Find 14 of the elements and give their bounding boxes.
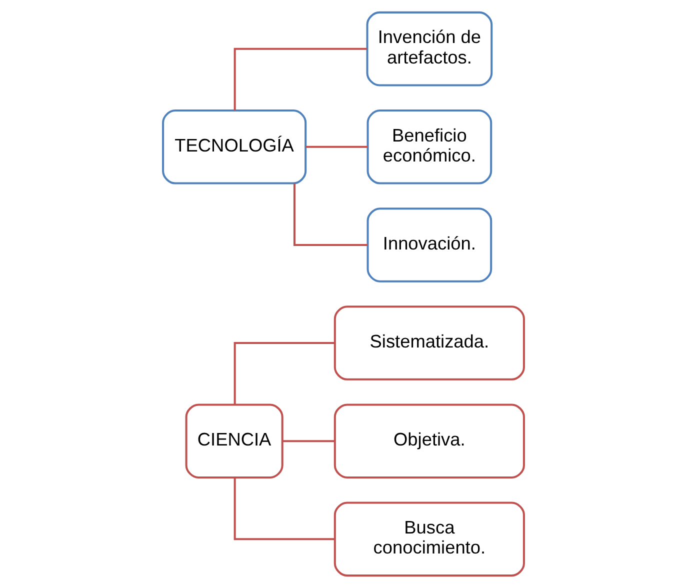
node-box: Objetiva. xyxy=(334,404,525,478)
connector xyxy=(234,478,335,540)
connector xyxy=(282,440,335,442)
node-box: Beneficio económico. xyxy=(366,110,492,184)
node-box: TECNOLOGÍA xyxy=(162,110,307,184)
node-box: Busca conocimiento. xyxy=(334,502,525,577)
node-box: Invención de artefactos. xyxy=(366,11,493,86)
connector xyxy=(234,48,368,110)
node-box: CIENCIA xyxy=(185,404,284,478)
node-box: Sistematizada. xyxy=(334,306,525,380)
connector xyxy=(293,183,368,246)
connector xyxy=(306,146,368,148)
node-box: Innovación. xyxy=(366,208,492,282)
connector xyxy=(234,342,335,405)
